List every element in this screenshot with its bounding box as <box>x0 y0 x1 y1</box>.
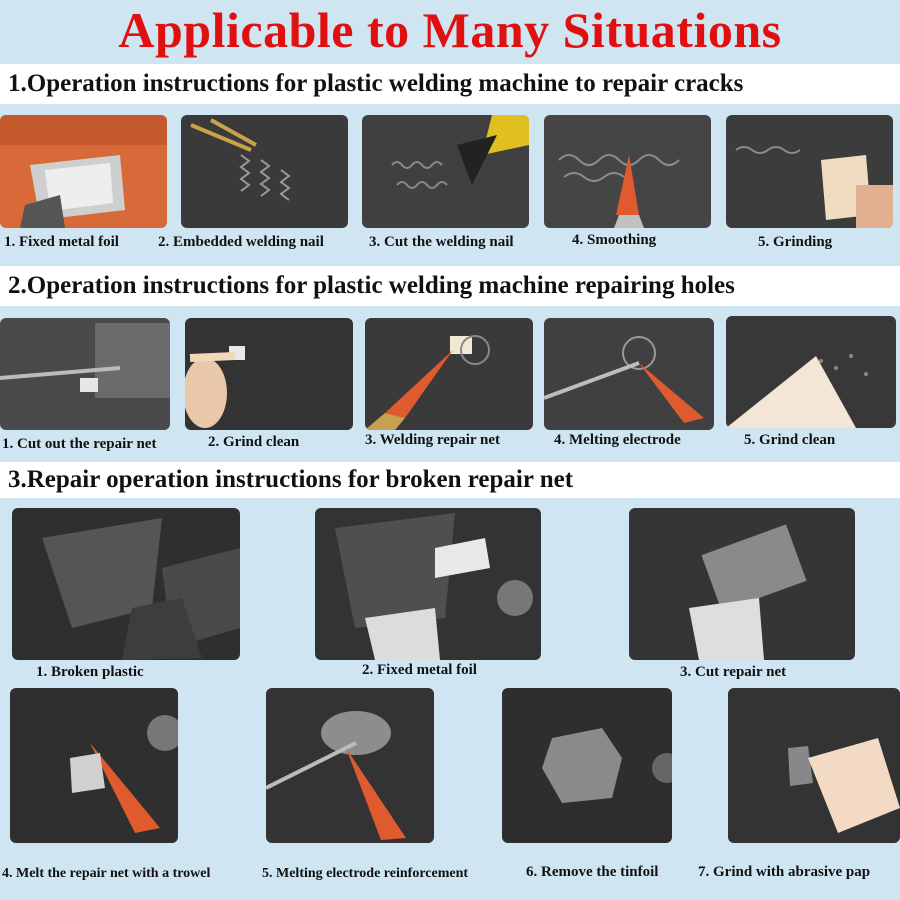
photo-grinding <box>726 115 893 228</box>
photo-welding-repair-net <box>365 318 533 430</box>
photo-cut-out-repair-net <box>0 318 170 430</box>
photo-melting-electrode-reinforcement <box>266 688 434 843</box>
photo-cut-repair-net <box>629 508 855 660</box>
photo-melt-repair-net <box>10 688 178 843</box>
section-1-heading: 1.Operation instructions for plastic wel… <box>0 64 900 104</box>
step-caption: 3. Welding repair net <box>365 432 501 448</box>
photo-smoothing <box>544 115 711 228</box>
step-caption: 4. Melting electrode <box>554 432 681 448</box>
photo-embedded-welding-nail <box>181 115 348 228</box>
step-caption: 1. Broken plastic <box>36 664 144 680</box>
step-caption: 3. Cut the welding nail <box>369 234 514 250</box>
photo-grind-clean-2 <box>726 316 896 428</box>
step-caption: 2. Grind clean <box>208 434 300 450</box>
step-caption: 7. Grind with abrasive pap <box>698 864 871 880</box>
section-3-heading: 3.Repair operation instructions for brok… <box>0 462 900 498</box>
step-caption: 6. Remove the tinfoil <box>526 864 659 880</box>
photo-broken-plastic <box>12 508 240 660</box>
step-caption: 2. Fixed metal foil <box>362 662 477 678</box>
page-title: Applicable to Many Situations <box>118 2 782 58</box>
step-caption: 5. Grind clean <box>744 432 836 448</box>
section-2-heading: 2.Operation instructions for plastic wel… <box>0 266 900 306</box>
step-caption: 1. Cut out the repair net <box>2 436 157 452</box>
step-caption: 2. Embedded welding nail <box>158 234 324 250</box>
step-caption: 4. Smoothing <box>572 232 657 248</box>
photo-grind-abrasive-paper <box>728 688 900 843</box>
step-caption: 4. Melt the repair net with a trowel <box>2 866 211 881</box>
photo-grind-clean-1 <box>185 318 353 430</box>
step-caption: 1. Fixed metal foil <box>4 234 119 250</box>
step-caption: 5. Grinding <box>758 234 833 250</box>
photo-remove-tinfoil <box>502 688 672 843</box>
photo-cut-welding-nail <box>362 115 529 228</box>
step-caption: 3. Cut repair net <box>680 664 787 680</box>
photo-fixed-metal-foil-2 <box>315 508 541 660</box>
photo-fixed-metal-foil <box>0 115 167 228</box>
step-caption: 5. Melting electrode reinforcement <box>262 866 469 881</box>
photo-melting-electrode <box>544 318 714 430</box>
